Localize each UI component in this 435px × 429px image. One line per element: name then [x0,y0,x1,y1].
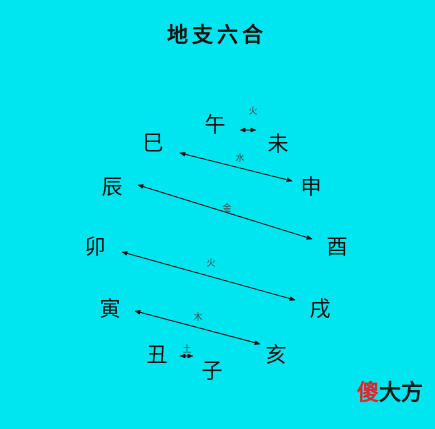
branch-xu: 戌 [310,297,331,321]
watermark-part1: 傻 [356,381,379,406]
diagram-title: 地支六合 [167,22,267,47]
arrow-mao-xu [121,251,296,301]
arrow-si-shen [179,151,293,183]
branch-wei: 未 [268,132,289,156]
element-label-metal: 金 [222,202,231,214]
branch-mao: 卯 [85,235,106,259]
arrow-yin-hai [134,310,261,345]
element-label-earth: 土 [182,343,191,355]
element-label-water: 水 [235,152,244,164]
branch-chou: 丑 [147,343,168,367]
element-label-fire: 火 [206,258,215,269]
arrow-chen-you [137,184,313,240]
branch-wu: 午 [205,113,226,137]
branch-you: 酉 [327,235,348,259]
branch-si: 巳 [143,131,164,155]
watermark-logo: 傻大方 [357,375,423,407]
branch-zi: 子 [202,359,223,383]
watermark-part2: 大方 [378,381,423,406]
element-label-wood: 木 [193,311,202,323]
branch-yin: 寅 [100,297,121,321]
element-label-fire-top: 火 [248,106,257,117]
branch-hai: 亥 [266,343,287,367]
branch-chen: 辰 [102,175,123,199]
branch-shen: 申 [301,175,322,199]
